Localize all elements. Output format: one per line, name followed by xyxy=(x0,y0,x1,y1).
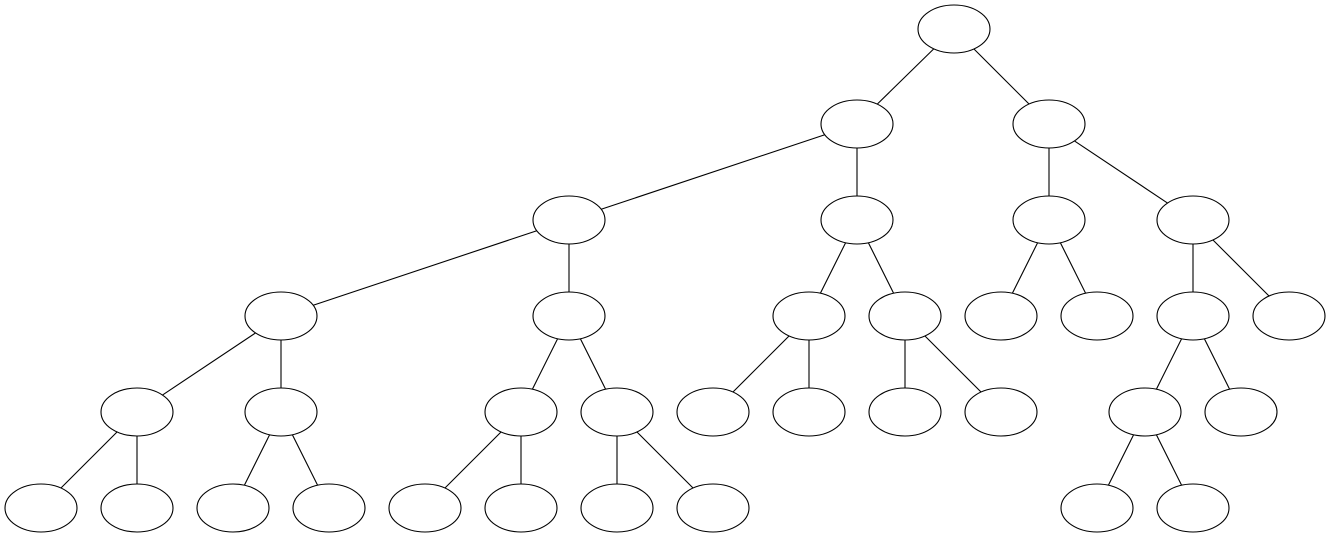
node-ellipse xyxy=(580,387,654,437)
node-ellipse xyxy=(964,387,1038,437)
edge-n23-n34 xyxy=(1155,434,1183,486)
edge-n18-n32 xyxy=(636,431,694,489)
tree-node-n31 xyxy=(580,483,654,533)
node-ellipse xyxy=(772,291,846,341)
tree-node-n24 xyxy=(1204,387,1278,437)
tree-node-n5 xyxy=(1012,195,1086,245)
node-ellipse xyxy=(1156,195,1230,245)
tree-node-n7 xyxy=(244,291,318,341)
tree-node-n19 xyxy=(676,387,750,437)
node-ellipse xyxy=(1108,387,1182,437)
tree-node-n3 xyxy=(532,195,606,245)
tree-node-n22 xyxy=(964,387,1038,437)
tree-node-n13 xyxy=(1156,291,1230,341)
tree-node-n0 xyxy=(917,4,991,54)
edge-n4-n10 xyxy=(867,242,895,294)
node-ellipse xyxy=(244,291,318,341)
node-ellipse xyxy=(100,387,174,437)
node-ellipse xyxy=(676,483,750,533)
node-ellipse xyxy=(244,387,318,437)
node-ellipse xyxy=(1156,291,1230,341)
tree-node-n16 xyxy=(244,387,318,437)
edge-n0-n1 xyxy=(876,48,935,105)
edge-n17-n29 xyxy=(444,431,502,489)
node-ellipse xyxy=(1060,291,1134,341)
edge-n13-n24 xyxy=(1203,338,1231,390)
node-ellipse xyxy=(676,387,750,437)
edge-n23-n33 xyxy=(1107,434,1135,486)
edge-n5-n11 xyxy=(1011,242,1039,294)
tree-node-n4 xyxy=(820,195,894,245)
edge-n8-n17 xyxy=(531,338,559,390)
tree-node-n6 xyxy=(1156,195,1230,245)
edge-n0-n2 xyxy=(973,48,1030,105)
tree-node-n10 xyxy=(868,291,942,341)
node-ellipse xyxy=(4,483,78,533)
tree-node-n29 xyxy=(388,483,462,533)
edge-n13-n23 xyxy=(1155,338,1183,390)
tree-node-n12 xyxy=(1060,291,1134,341)
edge-n16-n27 xyxy=(243,434,271,486)
node-ellipse xyxy=(1060,483,1134,533)
tree-node-n33 xyxy=(1060,483,1134,533)
node-ellipse xyxy=(292,483,366,533)
edge-n4-n9 xyxy=(819,242,847,294)
node-ellipse xyxy=(484,387,558,437)
node-ellipse xyxy=(484,483,558,533)
tree-node-n15 xyxy=(100,387,174,437)
tree-node-n20 xyxy=(772,387,846,437)
tree-node-n18 xyxy=(580,387,654,437)
edge-n10-n22 xyxy=(924,335,982,393)
nodes-layer xyxy=(4,4,1326,533)
edge-n1-n3 xyxy=(601,134,825,210)
tree-node-n26 xyxy=(100,483,174,533)
node-ellipse xyxy=(820,99,894,149)
tree-node-n8 xyxy=(532,291,606,341)
edge-n9-n19 xyxy=(732,335,790,393)
node-ellipse xyxy=(868,291,942,341)
node-ellipse xyxy=(868,387,942,437)
tree-node-n17 xyxy=(484,387,558,437)
tree-node-n34 xyxy=(1156,483,1230,533)
edge-n15-n25 xyxy=(60,431,118,489)
tree-node-n27 xyxy=(196,483,270,533)
tree-node-n1 xyxy=(820,99,894,149)
edge-n3-n7 xyxy=(313,230,537,306)
node-ellipse xyxy=(1204,387,1278,437)
tree-node-n25 xyxy=(4,483,78,533)
tree-node-n9 xyxy=(772,291,846,341)
node-ellipse xyxy=(532,195,606,245)
node-ellipse xyxy=(388,483,462,533)
node-ellipse xyxy=(196,483,270,533)
node-ellipse xyxy=(964,291,1038,341)
node-ellipse xyxy=(917,4,991,54)
tree-node-n23 xyxy=(1108,387,1182,437)
tree-node-n11 xyxy=(964,291,1038,341)
edge-n7-n15 xyxy=(162,332,256,396)
node-ellipse xyxy=(820,195,894,245)
tree-node-n21 xyxy=(868,387,942,437)
edge-n2-n6 xyxy=(1074,140,1168,204)
node-ellipse xyxy=(580,483,654,533)
tree-node-n30 xyxy=(484,483,558,533)
edge-n16-n28 xyxy=(291,434,319,486)
tree-node-n32 xyxy=(676,483,750,533)
edge-n6-n14 xyxy=(1212,239,1270,297)
tree-node-n14 xyxy=(1252,291,1326,341)
tree-node-n28 xyxy=(292,483,366,533)
edge-n5-n12 xyxy=(1059,242,1087,294)
node-ellipse xyxy=(1156,483,1230,533)
node-ellipse xyxy=(532,291,606,341)
node-ellipse xyxy=(1012,195,1086,245)
edges-layer xyxy=(60,48,1270,489)
node-ellipse xyxy=(1012,99,1086,149)
tree-node-n2 xyxy=(1012,99,1086,149)
node-ellipse xyxy=(772,387,846,437)
edge-n8-n18 xyxy=(579,338,607,390)
node-ellipse xyxy=(100,483,174,533)
node-ellipse xyxy=(1252,291,1326,341)
